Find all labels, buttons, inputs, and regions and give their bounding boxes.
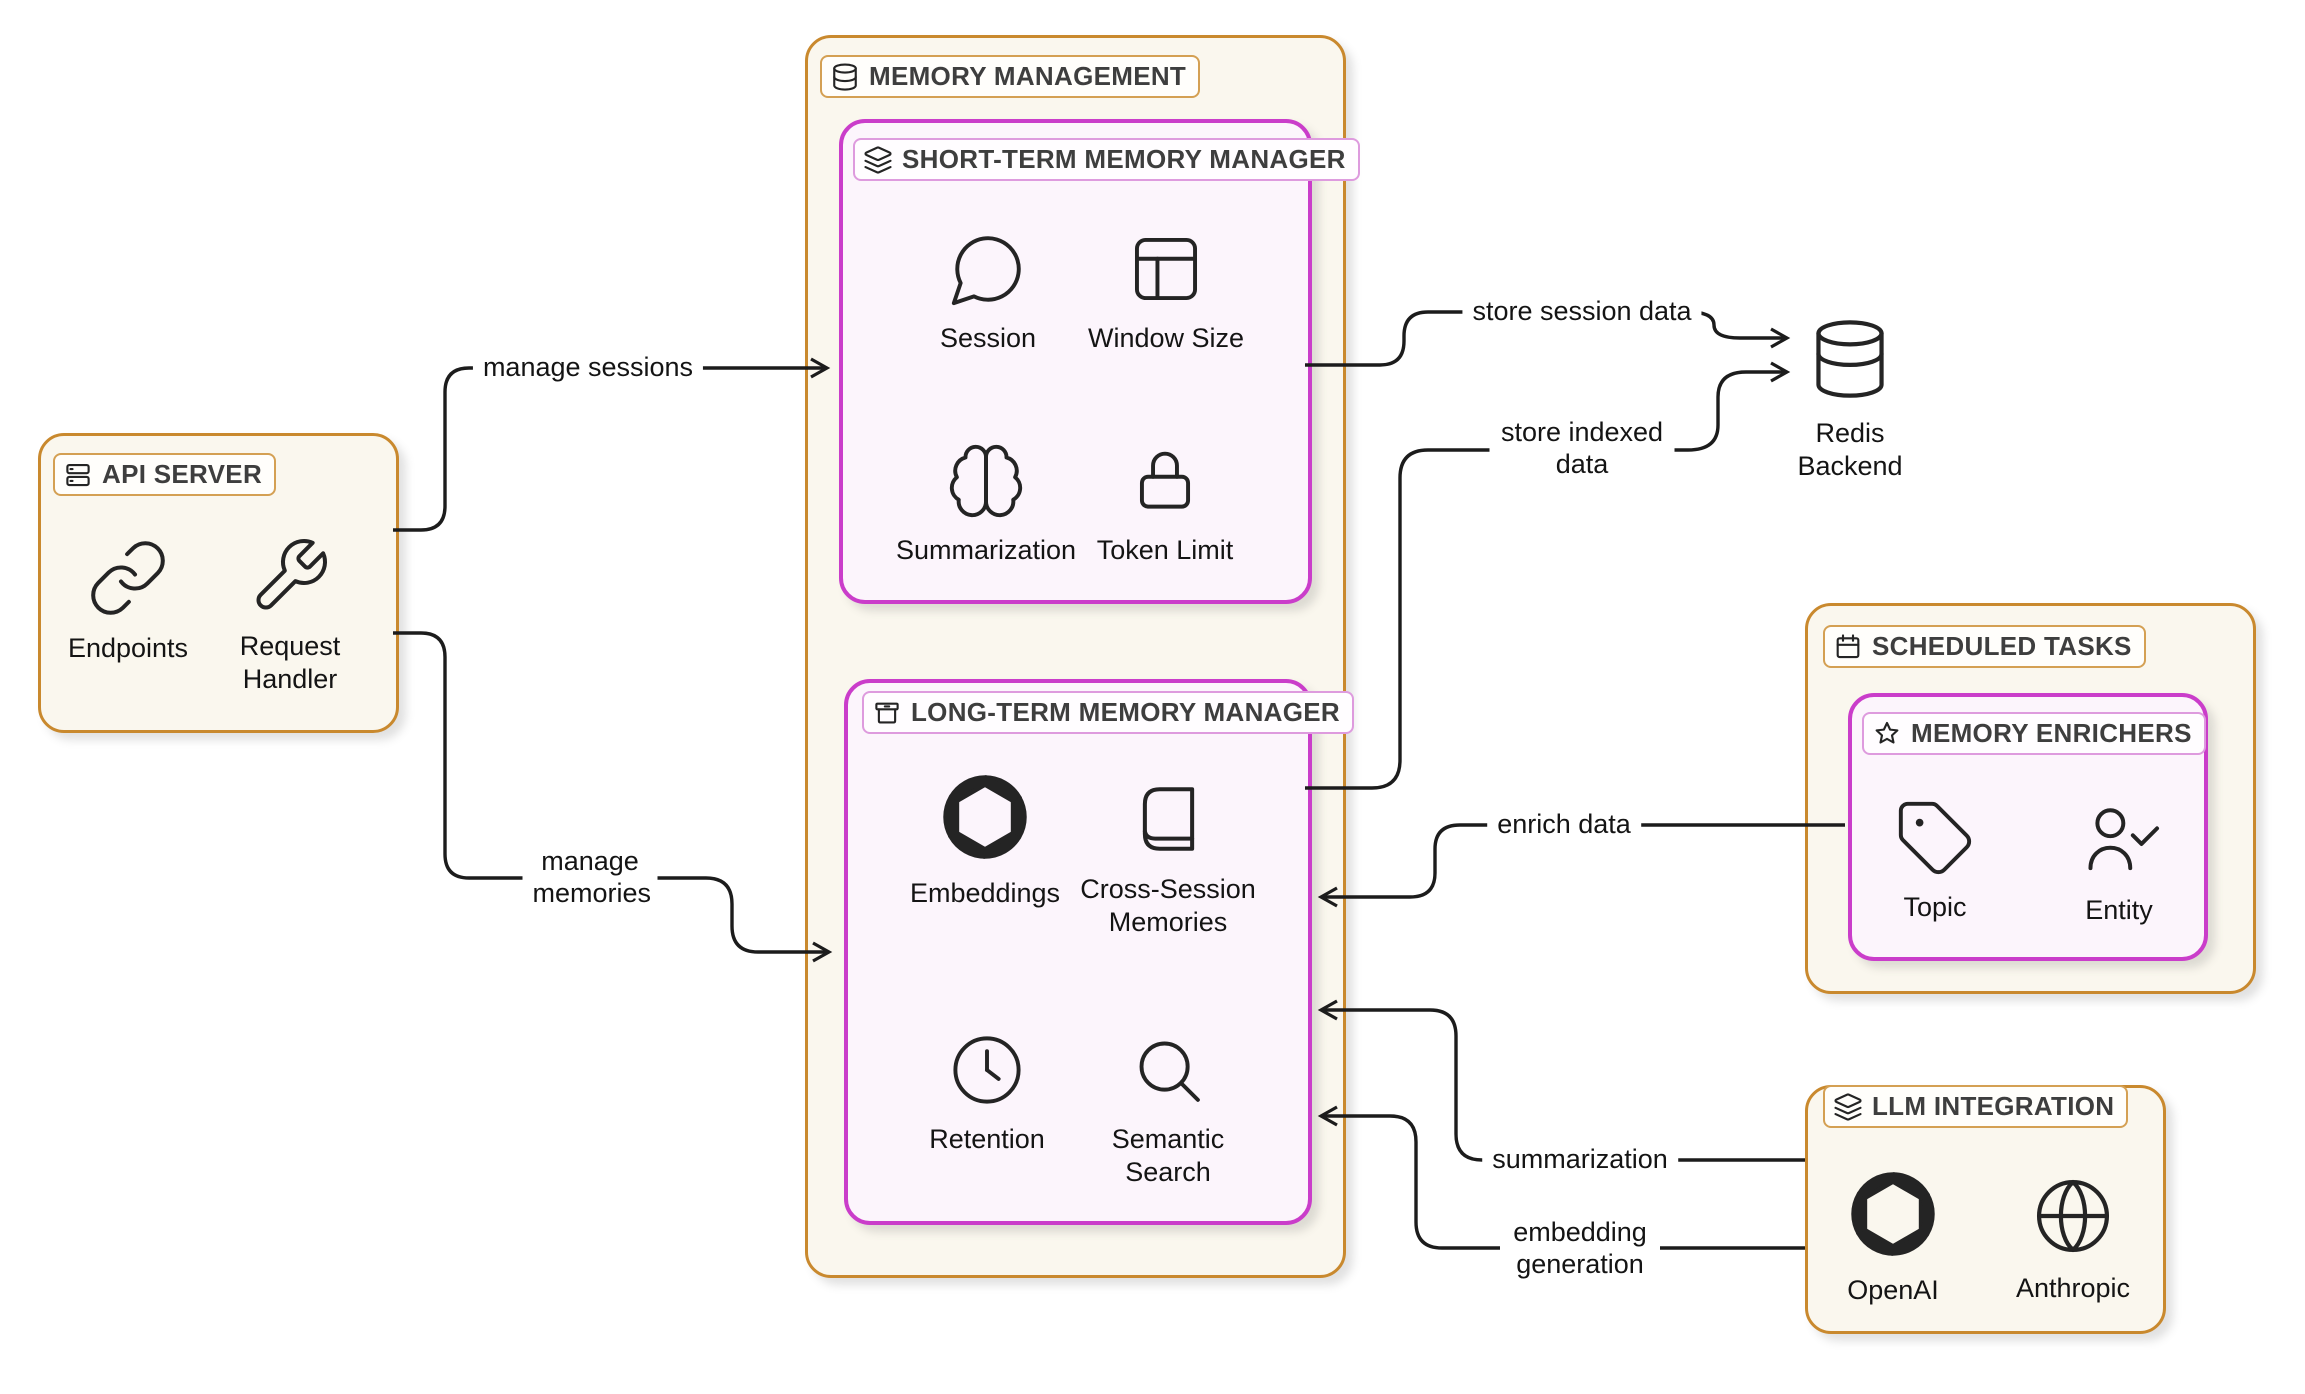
edge-label-manage-sessions: manage sessions [472, 351, 704, 385]
memory-management-header: MEMORY MANAGEMENT [820, 55, 1201, 98]
node-topic: Topic [1830, 797, 2040, 924]
chain-link-icon [91, 541, 165, 615]
node-openai: OpenAI [1788, 1166, 1998, 1307]
memory-enrichers-header: MEMORY ENRICHERS [1862, 712, 2206, 755]
node-anthropic: Anthropic [1968, 1172, 2178, 1305]
group-title: MEMORY ENRICHERS [1911, 718, 2192, 748]
tag-icon [1898, 801, 1972, 875]
node-label: Session [939, 323, 1037, 353]
node-redis-backend: Redis Backend [1780, 313, 1920, 483]
edge-label-store-indexed-data: store indexed data [1489, 416, 1675, 482]
node-label: Request Handler [239, 631, 341, 694]
memory-management-group: MEMORY MANAGEMENT SHORT-TERM MEMORY MANA… [805, 35, 1360, 1278]
node-label: Retention [929, 1124, 1045, 1154]
long-term-header: LONG-TERM MEMORY MANAGER [862, 691, 1354, 734]
node-label: Anthropic [2015, 1273, 2131, 1303]
llm-integration-header: LLM INTEGRATION [1823, 1085, 2129, 1128]
node-semantic-search: Semantic Search [1093, 1029, 1243, 1189]
node-label: Cross-Session Memories [1080, 874, 1256, 937]
scheduled-tasks-group: SCHEDULED TASKS MEMORY ENRICHERS Topic [1805, 603, 2256, 994]
group-title: LLM INTEGRATION [1872, 1091, 2115, 1121]
database-icon [1816, 320, 1884, 398]
memory-enrichers-group: MEMORY ENRICHERS Topic Entity [1848, 693, 2208, 961]
node-request-handler: Request Handler [220, 534, 360, 696]
globe-icon [2036, 1179, 2110, 1253]
edge-manage-sessions [393, 357, 831, 532]
magnifier-icon [1139, 1041, 1200, 1102]
node-retention: Retention [882, 1029, 1092, 1156]
database-icon [833, 62, 857, 91]
node-label: Token Limit [1096, 535, 1234, 565]
edge-label-manage-memories: manage memories [522, 845, 658, 911]
node-cross-session-memories: Cross-Session Memories [1071, 777, 1266, 939]
edge-summarization [1317, 999, 1805, 1162]
node-label: Summarization [895, 535, 1077, 565]
scheduled-tasks-header: SCHEDULED TASKS [1823, 625, 2146, 668]
node-endpoints: Endpoints [23, 536, 233, 665]
api-server-group: API SERVER Endpoints Request Handler [38, 433, 399, 733]
node-label: OpenAI [1847, 1275, 1939, 1305]
lock-icon [1139, 451, 1191, 509]
node-entity: Entity [2014, 799, 2224, 927]
edge-label-enrich-data: enrich data [1487, 808, 1641, 842]
server-stack-icon [66, 463, 90, 486]
chat-bubble-icon [951, 236, 1021, 306]
node-summarization: Summarization [881, 440, 1091, 567]
node-label: Endpoints [67, 633, 189, 663]
archive-box-icon [875, 702, 899, 723]
node-label: Embeddings [909, 878, 1061, 908]
clock-icon [953, 1036, 1021, 1104]
edge-label-store-session-data: store session data [1462, 295, 1702, 329]
star-icon [1875, 721, 1899, 744]
node-label: Entity [2085, 895, 2153, 925]
user-check-icon [2088, 808, 2160, 871]
node-label: Semantic Search [1111, 1124, 1225, 1187]
llm-integration-group: LLM INTEGRATION OpenAI Anthropic [1805, 1085, 2166, 1334]
short-term-header: SHORT-TERM MEMORY MANAGER [853, 138, 1360, 181]
node-window-size: Window Size [1061, 228, 1271, 355]
edge-label-summarization: summarization [1482, 1143, 1678, 1177]
node-embeddings: Embeddings [880, 769, 1090, 910]
openai-logo-icon [1851, 1172, 1935, 1256]
short-term-memory-manager-group: SHORT-TERM MEMORY MANAGER Session Window… [839, 119, 1360, 604]
wrench-icon [256, 539, 327, 610]
group-title: API SERVER [102, 459, 263, 489]
long-term-memory-manager-group: LONG-TERM MEMORY MANAGER Embeddings [844, 679, 1354, 1225]
group-title: MEMORY MANAGEMENT [869, 61, 1187, 91]
node-label: Topic [1903, 892, 1967, 922]
layers-icon [1834, 1092, 1862, 1121]
node-label: Redis Backend [1797, 418, 1903, 481]
api-server-header: API SERVER [53, 453, 277, 496]
edge-label-embedding-generation: embedding generation [1500, 1216, 1660, 1282]
book-icon [1142, 787, 1194, 851]
window-layout-icon [1134, 237, 1198, 301]
node-session: Session [883, 228, 1093, 355]
layers-icon [864, 145, 892, 174]
calendar-icon [1836, 633, 1860, 658]
node-token-limit: Token Limit [1060, 440, 1270, 567]
node-label: Window Size [1087, 323, 1245, 353]
brain-icon [949, 444, 1023, 518]
group-title: SHORT-TERM MEMORY MANAGER [902, 144, 1346, 174]
group-title: SCHEDULED TASKS [1872, 631, 2132, 661]
group-title: LONG-TERM MEMORY MANAGER [911, 697, 1340, 727]
openai-logo-icon [943, 775, 1027, 859]
